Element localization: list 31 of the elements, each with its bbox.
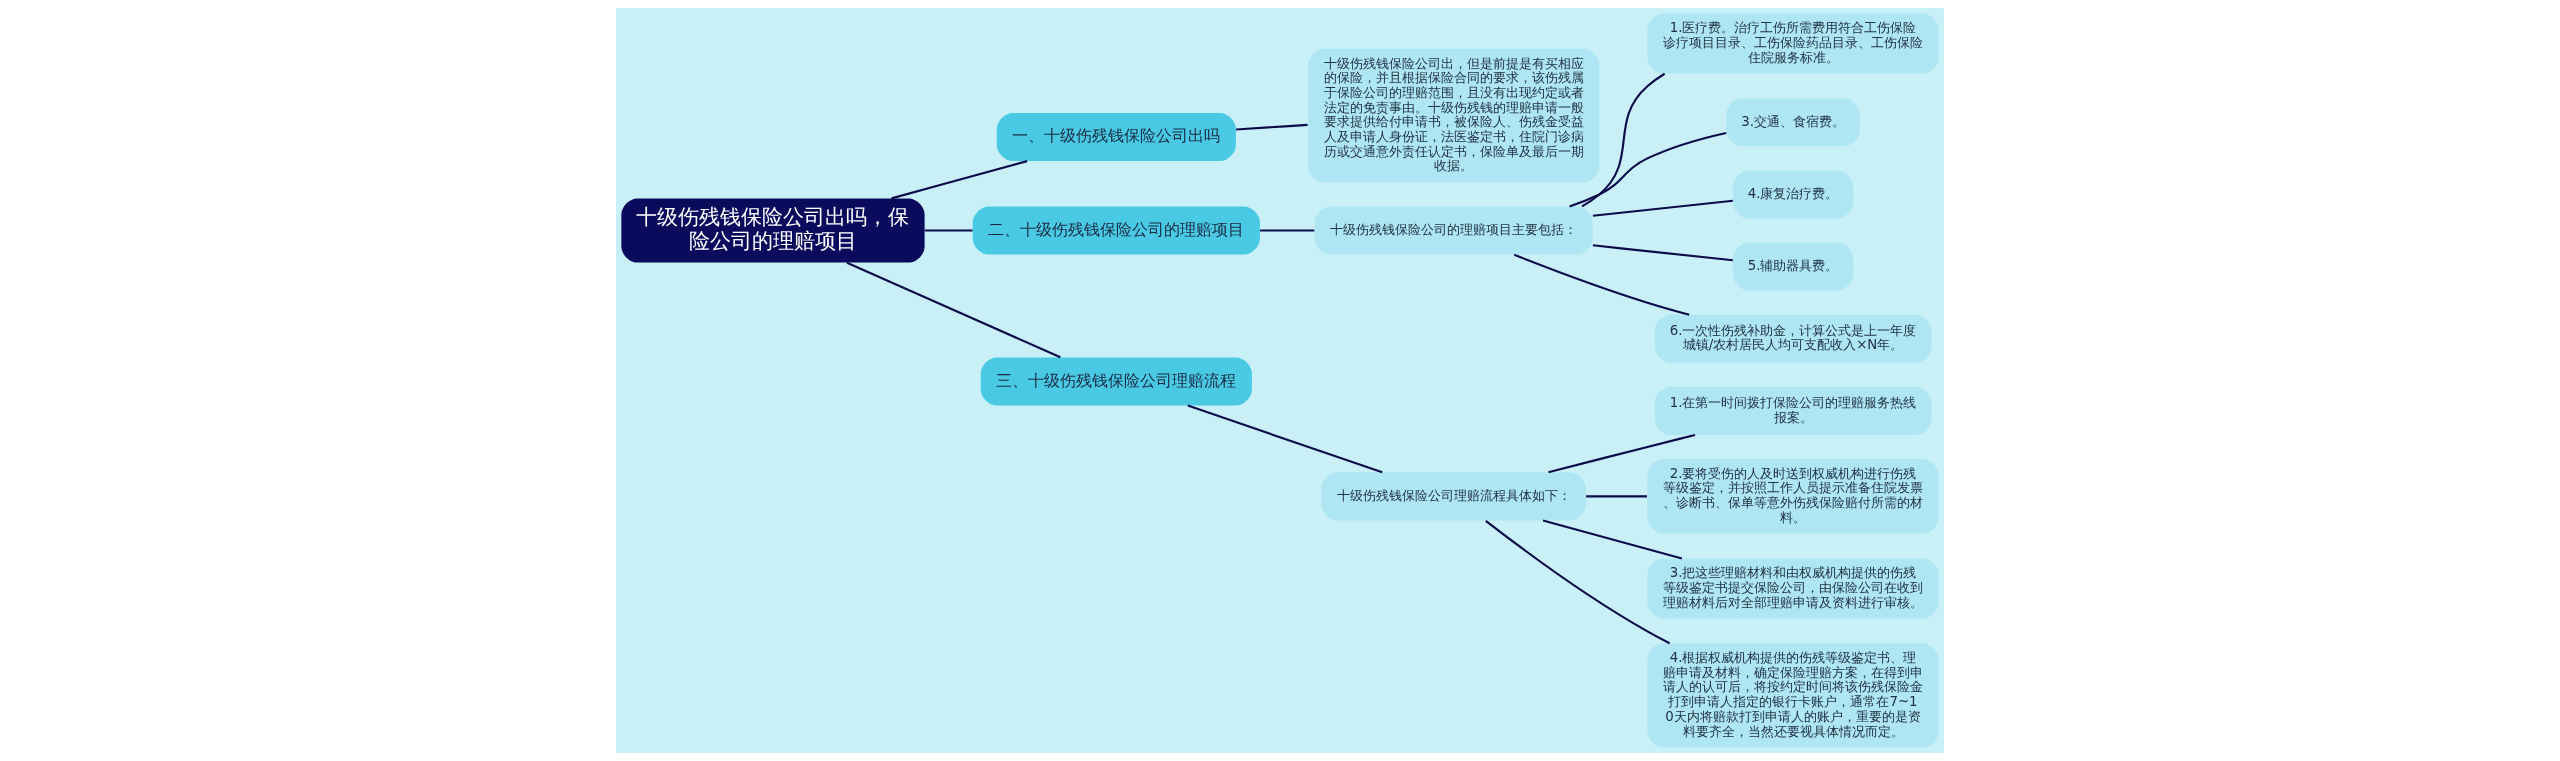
connector [1569,131,1727,208]
node-box: 5.辅助器具费。 [1732,242,1854,291]
node-box: 十级伤残钱保险公司的理赔项目主要包括： [1314,206,1593,255]
connector [1586,495,1647,498]
connector [1542,519,1683,560]
node-box: 1.医疗费。治疗工伤所需费用符合工伤保险诊疗项目目录、工伤保险药品目录、工伤保险住院服务标准。 [1647,13,1939,74]
node-box: 2.要将受伤的人及时送到权威机构进行伤残等级鉴定，并按照工作人员提示准备住院发票、诊断书、保单等意外伤残保险赔付所需的材料。 [1647,459,1939,534]
connector [924,229,973,232]
node-box: 十级伤残钱保险公司理赔流程具体如下： [1321,472,1586,521]
node-box: 二、十级伤残钱保险公司的理赔项目 [972,206,1260,255]
connector [1592,244,1733,262]
connector [891,160,1028,200]
connector [1581,72,1666,208]
connector [1592,199,1733,217]
connector [1260,229,1315,232]
node-box: 1.在第一时间拨打保险公司的理赔服务热线报案。 [1654,386,1932,435]
node-box: 一、十级伤残钱保险公司出吗 [996,112,1236,162]
node-box: 3.把这些理赔材料和由权威机构提供的伤残等级鉴定书提交保险公司，由保险公司在收到理赔材料后对全部理赔申请及资料进行审核。 [1647,558,1939,619]
node-box: 3.交通、食宿费。 [1726,98,1860,147]
node-box: 4.根据权威机构提供的伤残等级鉴定书、理赔申请及材料，确定保险理赔方案，在得到申请人的认可后，将按约定时间将该伤残保险金打到申请人指定的银行卡账户，通常在7~10天内将赔款打到申请人的账户，重要的是资料要齐全，当然还要视具体情况而定。 [1647,643,1939,748]
connector [1513,253,1690,316]
node-box: 三、十级伤残钱保险公司理赔流程 [980,357,1252,406]
node-box: 6.一次性伤残补助金，计算公式是上一年度城镇/农村居民人均可支配收入×N年。 [1654,314,1932,363]
connector [1548,433,1696,474]
connector [1236,123,1308,131]
node-box: 十级伤残钱保险公司出吗，保险公司的理赔项目 [621,198,925,263]
connector [1187,404,1383,474]
node-box: 4.康复治疗费。 [1732,170,1854,219]
connector [1485,519,1671,645]
connector [846,261,1061,359]
node-box: 十级伤残钱保险公司出，但是前提是有买相应的保险，并且根据保险合同的要求，该伤残属于保险公司的理赔范围，且没有出现约定或者法定的免责事由。十级伤残钱的理赔申请一般要求提供给付申请书，被保险人、伤残金受益人及申请人身份证，法医鉴定书，住院门诊病历或交通意外责任认定书，保险单及最后一期收据。 [1308,48,1600,183]
